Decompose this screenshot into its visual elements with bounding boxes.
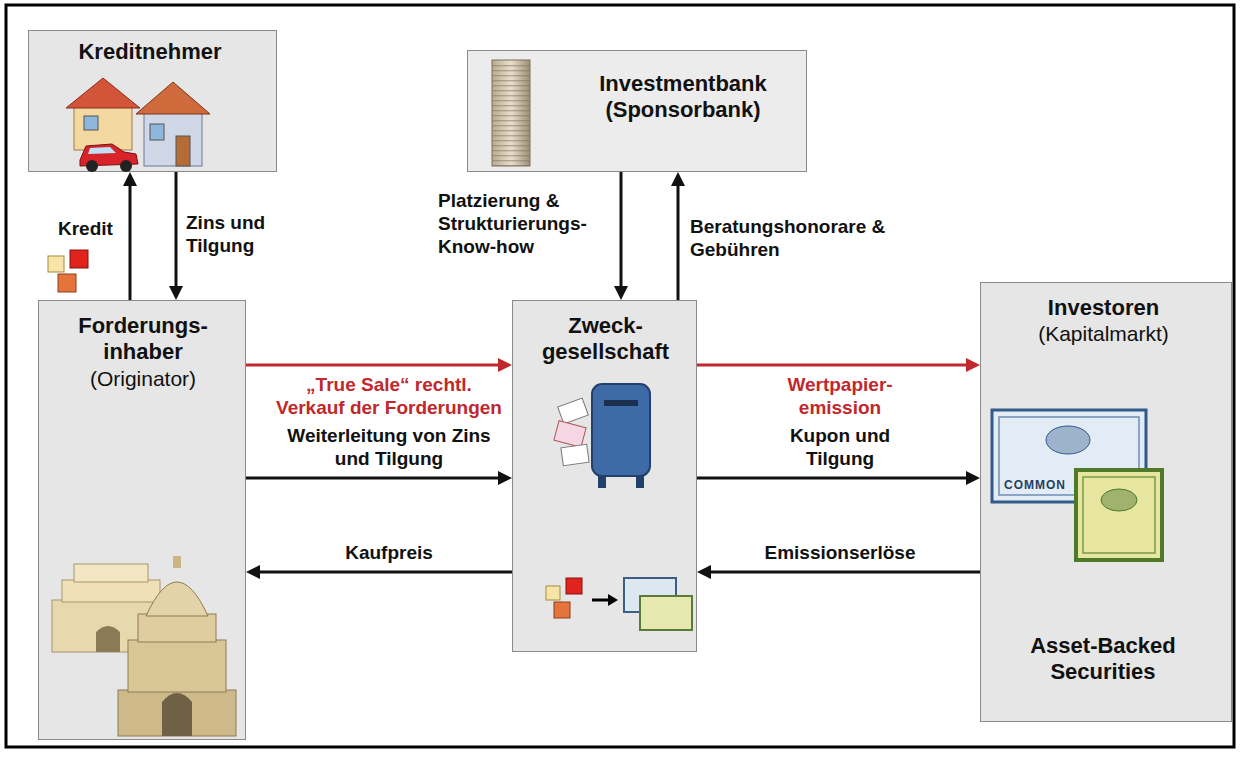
edge-label: Kredit (58, 218, 128, 241)
flow-arrow (697, 565, 980, 579)
flow-arrow (123, 172, 137, 300)
node-title: Investoren (981, 295, 1226, 321)
node-text: Asset-Backed Securities (1003, 633, 1203, 686)
node-text: (Kapitalmarkt) (981, 321, 1226, 346)
edge-label: Beratungshonorare & Gebühren (690, 216, 890, 262)
edge-label: Weiterleitung von Zins und Tilgung (276, 425, 502, 471)
edge-label: Wertpapier- emission (765, 374, 915, 420)
house-illustration (66, 78, 210, 172)
flow-arrow (246, 471, 512, 485)
node-title: Kreditnehmer (29, 39, 271, 65)
node-text: (Originator) (53, 366, 233, 391)
cubes-icon (48, 250, 88, 292)
outer-frame (6, 5, 1234, 747)
node-title: Forderungs- inhaber (53, 313, 233, 366)
edge-label: Zins und Tilgung (186, 212, 286, 258)
edge-label: Emissionserlöse (720, 542, 960, 565)
flow-arrow (697, 358, 980, 372)
flow-arrow (246, 565, 512, 579)
flow-arrow (671, 172, 685, 300)
temple-illustration (52, 556, 236, 736)
mailbox-illustration (554, 384, 650, 488)
flow-arrow (697, 471, 980, 485)
conversion-icon (546, 578, 692, 630)
edge-label: „True Sale“ rechtl. Verkauf der Forderun… (276, 374, 502, 420)
flow-arrow (614, 172, 628, 300)
edge-label: Kupon und Tilgung (780, 425, 900, 471)
edge-label: Kaufpreis (276, 542, 502, 565)
certificates-illustration (992, 410, 1162, 560)
flow-arrow (246, 358, 512, 372)
certificate-text: COMMON (1004, 478, 1066, 492)
node-title: Investmentbank (Sponsorbank) (578, 71, 788, 124)
flow-arrow (169, 172, 183, 300)
edge-label: Platzierung & Strukturierungs- Know-how (438, 190, 613, 258)
node-title: Zweck- gesellschaft (523, 313, 688, 366)
skyscraper-illustration (492, 60, 530, 166)
